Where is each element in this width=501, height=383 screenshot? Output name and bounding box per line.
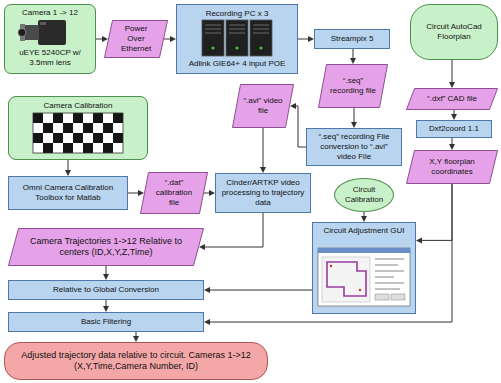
box-fill: [176, 4, 298, 74]
process-box: Circuit Adjustment GUI: [312, 222, 416, 314]
node-text: “.seq” recording file: [329, 76, 377, 96]
node-text: Adjusted trajectory data relative to cir…: [9, 350, 263, 372]
node-text: Recording PC x 3: [181, 9, 293, 19]
flow-arrow: [290, 103, 306, 147]
node-text: Relative to Global Conversion: [13, 285, 199, 295]
flow-arrow: [449, 138, 455, 150]
flow-arrow: [204, 190, 215, 196]
flow-arrow: [449, 60, 455, 88]
node-text: X,Y floorplan coordinates: [417, 157, 487, 177]
node-text: Circuit AutoCad Floorplan: [415, 22, 493, 42]
gui-screenshot: [318, 248, 410, 306]
picture-space: [9, 18, 91, 48]
flow-arrow: [65, 160, 71, 176]
data-parallelogram: Camera Trajectories 1->12 Relative to ce…: [8, 228, 204, 266]
box-fill: [8, 96, 148, 160]
node-text: Camera 1 -> 12: [9, 8, 91, 18]
node-text: Circuit Calibration: [339, 185, 389, 205]
node-text: Dxf2coord 1.1: [421, 124, 487, 134]
node-text: “.seq” recording File conversion to “.av…: [311, 132, 397, 162]
flow-arrow: [204, 287, 312, 293]
start-terminal: Circuit Calibration: [334, 178, 394, 212]
process-box: Omni Camera Calibration Toolbox for Matl…: [8, 176, 128, 210]
node-text: Circuit Adjustment GUI: [317, 226, 411, 236]
flow-arrow: [133, 332, 139, 342]
process-box: “.seq” recording File conversion to “.av…: [306, 128, 402, 166]
node-text: Omni Camera Calibration Toolbox for Matl…: [13, 183, 123, 203]
device-box: Camera 1 -> 12 uEYE 5240CP w/ 3.5mm lens: [4, 4, 96, 74]
flow-arrow: [451, 110, 457, 120]
start-terminal: Circuit AutoCad Floorplan: [410, 4, 498, 60]
node-text: Streampix 5: [319, 34, 385, 44]
node-text: Adlink GIE64+ 4 input POE: [181, 59, 293, 69]
end-terminal: Adjusted trajectory data relative to cir…: [4, 342, 268, 380]
data-parallelogram: “.seq” recording file: [318, 64, 388, 108]
node-text: Power Over Ethernet: [115, 24, 157, 54]
start-terminal: Camera Calibration: [8, 96, 148, 160]
process-box: Dxf2coord 1.1: [416, 120, 492, 138]
node-text: uEYE 5240CP w/ 3.5mm lens: [9, 48, 91, 68]
flow-arrow: [298, 36, 314, 42]
data-parallelogram: X,Y floorplan coordinates: [406, 150, 498, 184]
flow-arrow: [361, 212, 367, 222]
flow-arrow: [350, 49, 356, 64]
node-text: “.dxf” CAD file: [417, 94, 487, 104]
flow-arrow: [351, 108, 357, 128]
process-box: Basic Filtering: [8, 312, 204, 332]
flow-arrow: [96, 36, 108, 42]
process-box: Streampix 5: [314, 29, 390, 49]
checkerboard-picture: [33, 113, 123, 153]
data-parallelogram: “.avi” video file: [232, 84, 294, 128]
picture-space: [181, 19, 293, 59]
process-box: Recording PC x 3 Adlink GIE64+ 4 input PO…: [176, 4, 298, 74]
process-box: Cinder/ARTKP video processing to traject…: [215, 173, 311, 213]
node-text: Camera Calibration: [13, 101, 143, 111]
flow-arrow: [128, 190, 144, 196]
box-fill: [4, 4, 96, 74]
picture-space: [13, 111, 143, 155]
flow-arrow: [416, 184, 452, 243]
process-box: Relative to Global Conversion: [8, 280, 204, 300]
flow-arrow: [164, 36, 176, 42]
data-parallelogram: Power Over Ethernet: [104, 20, 168, 58]
data-parallelogram: “.dat” calibration file: [140, 172, 208, 214]
box-fill: [312, 222, 416, 314]
flow-arrow: [103, 266, 109, 280]
data-parallelogram: “.dxf” CAD file: [406, 88, 498, 110]
node-text: Basic Filtering: [13, 317, 199, 327]
pc-picture: [202, 20, 272, 56]
picture-space: [317, 236, 411, 308]
flow-arrow: [103, 300, 109, 312]
flow-arrow: [260, 128, 266, 173]
flow-arrow: [199, 213, 263, 250]
node-text: Camera Trajectories 1->12 Relative to ce…: [21, 236, 191, 258]
node-text: “.dat” calibration file: [151, 178, 197, 208]
camera-picture: [18, 20, 66, 45]
node-text: “.avi” video file: [243, 96, 283, 116]
node-text: Cinder/ARTKP video processing to traject…: [220, 178, 306, 208]
